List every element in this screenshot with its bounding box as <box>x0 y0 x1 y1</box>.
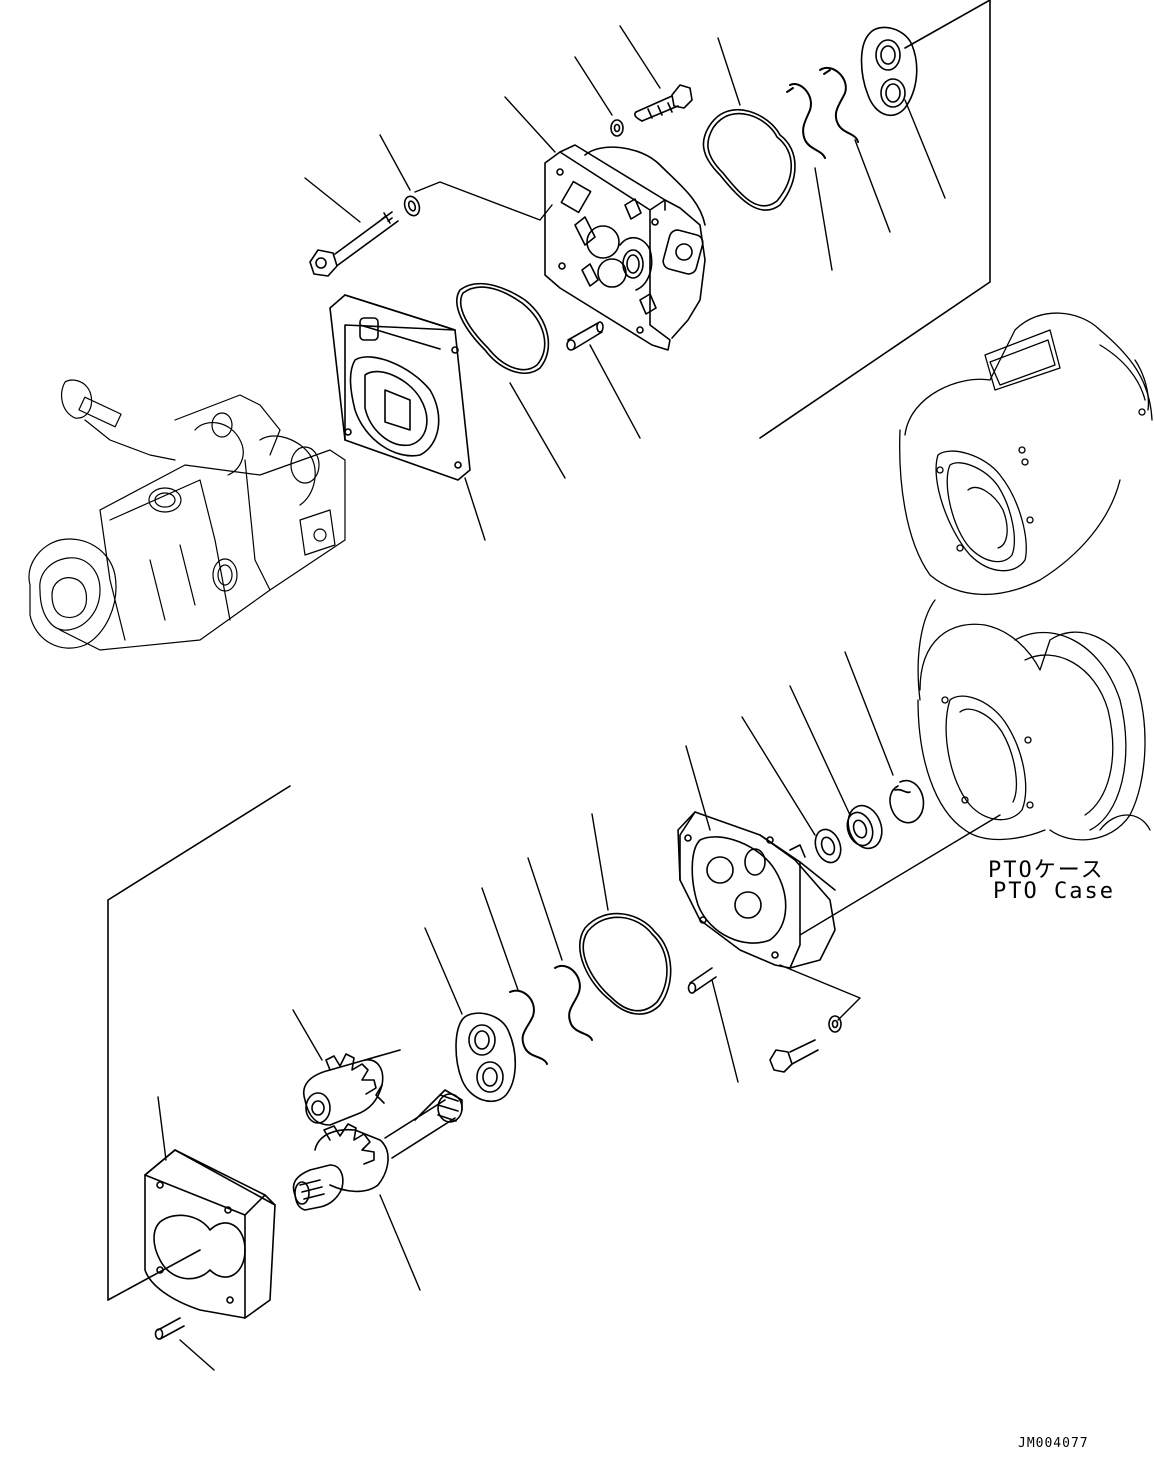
pto-case <box>900 313 1152 840</box>
thrust-plate-upper <box>862 27 917 115</box>
thrust-plate-lower <box>456 1013 515 1101</box>
driven-gear <box>304 1050 400 1125</box>
gasket-lower <box>580 914 671 1014</box>
pump-cover-housing <box>545 145 705 350</box>
gasket-upper-left <box>457 284 549 374</box>
bracket-lines <box>108 0 990 1300</box>
retaining-ring <box>890 781 923 823</box>
gasket-upper-right <box>703 110 795 210</box>
oil-seal <box>811 826 845 866</box>
snap-rings-lower <box>510 966 592 1064</box>
pump-assembly-overview <box>29 380 345 650</box>
snap-rings-upper <box>787 68 858 158</box>
dowel-pin-middle <box>689 968 717 993</box>
drawing-reference-number: JM004077 <box>1018 1436 1089 1451</box>
drive-gear-shaft <box>293 1090 462 1210</box>
pto-case-label-en: PTO Case <box>993 879 1115 904</box>
pto-case-label-jp: PTOケース <box>988 858 1105 883</box>
bolt-top <box>611 85 692 136</box>
bearing <box>842 801 887 853</box>
pump-flange-housing <box>678 812 835 968</box>
gear-housing-block <box>145 1150 275 1318</box>
bolt-upper <box>310 212 398 276</box>
dowel-pin-lower <box>156 1318 185 1339</box>
pump-body-plate <box>330 295 470 480</box>
dowel-pin-upper <box>567 322 603 350</box>
leader-lines <box>158 26 1000 1370</box>
bolt-lower <box>770 1016 841 1072</box>
washer-upper <box>402 194 422 218</box>
